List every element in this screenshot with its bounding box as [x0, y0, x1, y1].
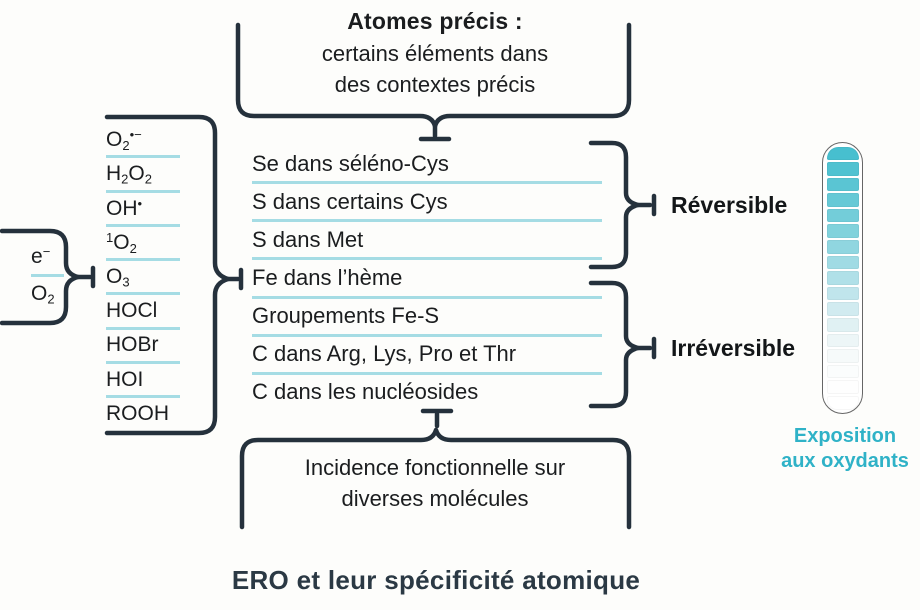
exposure-gradient-segment — [826, 349, 859, 363]
atomes-precis-title: Atomes précis : — [347, 8, 523, 34]
ero-species-item: 1O2 — [106, 227, 180, 262]
ero-species-item: H2O2 — [106, 158, 180, 193]
chem-formula: H2O2 — [106, 161, 153, 187]
ero-species-item: O2•− — [106, 124, 180, 159]
chem-formula: O3 — [106, 264, 130, 290]
exposure-gradient-segment — [826, 364, 859, 379]
incidence-line: Incidence fonctionnelle sur — [304, 455, 566, 480]
atomic-target-item: C dans les nucléosides — [252, 375, 602, 413]
exposure-gradient-segment — [826, 271, 859, 285]
ero-species-list: O2•− H2O2 OH• 1O2 O3 HOCl HOBr HOI ROOH — [106, 124, 180, 433]
exposure-label-line: Exposition — [793, 425, 897, 447]
exposure-gradient-segment — [826, 286, 859, 301]
atomic-target-label: Fe dans l’hème — [252, 264, 403, 290]
exposure-gradient-segment — [826, 396, 859, 410]
exposure-gradient-segment — [826, 318, 859, 332]
incidence-bracket — [239, 408, 632, 530]
exposure-gradient-segment — [826, 302, 859, 317]
exposure-gradient-segment — [826, 208, 859, 223]
chem-formula: e− — [31, 244, 51, 269]
chem-formula: OH• — [106, 195, 143, 220]
diagram-title: ERO et leur spécificité atomique — [231, 565, 641, 595]
atomic-target-label: Se dans séléno-Cys — [252, 150, 449, 176]
atomic-target-item: C dans Arg, Lys, Pro et Thr — [252, 337, 602, 375]
atomic-target-item: S dans certains Cys — [252, 184, 602, 223]
ero-species-item: HOBr — [106, 330, 180, 365]
chem-formula: HOBr — [106, 333, 159, 357]
electron-input-item: e− — [31, 240, 64, 277]
atomes-precis-line: certains éléments dans — [321, 41, 549, 66]
irreversible-bracket — [588, 280, 657, 409]
ero-species-item: O3 — [106, 261, 180, 296]
atomes-precis-line: des contextes précis — [334, 72, 536, 97]
exposure-gradient-segment — [826, 177, 859, 192]
exposure-gradient-segment — [826, 146, 859, 161]
exposure-label-line: aux oxydants — [781, 450, 909, 472]
reversible-bracket — [588, 140, 657, 270]
chem-formula: ROOH — [106, 402, 169, 426]
atomic-target-label: S dans Met — [252, 226, 364, 252]
exposure-gradient-segment — [826, 333, 859, 348]
atomic-target-label: C dans Arg, Lys, Pro et Thr — [252, 341, 517, 367]
atomic-target-label: C dans les nucléosides — [252, 379, 479, 405]
exposure-gradient-segment — [826, 193, 859, 207]
oxidant-exposure-label: Exposition aux oxydants — [765, 424, 920, 474]
chem-formula: O2 — [31, 281, 55, 307]
oxidant-exposure-segments — [826, 146, 859, 410]
irreversible-label: Irréversible — [671, 335, 796, 361]
electron-bracket — [0, 228, 96, 326]
atomic-target-label: Groupements Fe-S — [252, 303, 440, 329]
exposure-gradient-segment — [826, 240, 859, 254]
chem-formula: HOI — [106, 367, 144, 391]
incidence-line: diverses molécules — [341, 486, 529, 511]
oxidant-exposure-bar — [822, 142, 863, 414]
atomic-target-item: Groupements Fe-S — [252, 299, 602, 337]
atomic-target-item: Se dans séléno-Cys — [252, 146, 602, 185]
electron-input-list: e− O2 — [31, 240, 64, 314]
exposure-gradient-segment — [826, 224, 859, 239]
ero-bracket — [104, 114, 244, 436]
incidence-note: Incidence fonctionnelle sur diverses mol… — [240, 452, 630, 514]
exposure-gradient-segment — [826, 162, 859, 176]
atomes-bracket — [235, 22, 632, 142]
electron-input-item: O2 — [31, 277, 64, 314]
chem-formula: O2•− — [106, 126, 142, 153]
atomic-target-item: Fe dans l’hème — [252, 260, 602, 299]
atomes-precis-note: Atomes précis : certains éléments dans d… — [240, 5, 630, 100]
atomic-target-label: S dans certains Cys — [252, 188, 448, 214]
atomic-target-list: Se dans séléno-Cys S dans certains Cys S… — [252, 146, 602, 413]
ero-species-item: HOCl — [106, 295, 180, 330]
exposure-gradient-segment — [826, 255, 859, 270]
ero-species-item: ROOH — [106, 398, 180, 432]
chem-formula: HOCl — [106, 299, 158, 323]
ero-species-item: HOI — [106, 364, 180, 399]
ero-species-item: OH• — [106, 193, 180, 227]
atomic-target-item: S dans Met — [252, 222, 602, 261]
reversible-label: Réversible — [671, 192, 788, 218]
chem-formula: 1O2 — [106, 229, 137, 256]
exposure-gradient-segment — [826, 380, 859, 394]
